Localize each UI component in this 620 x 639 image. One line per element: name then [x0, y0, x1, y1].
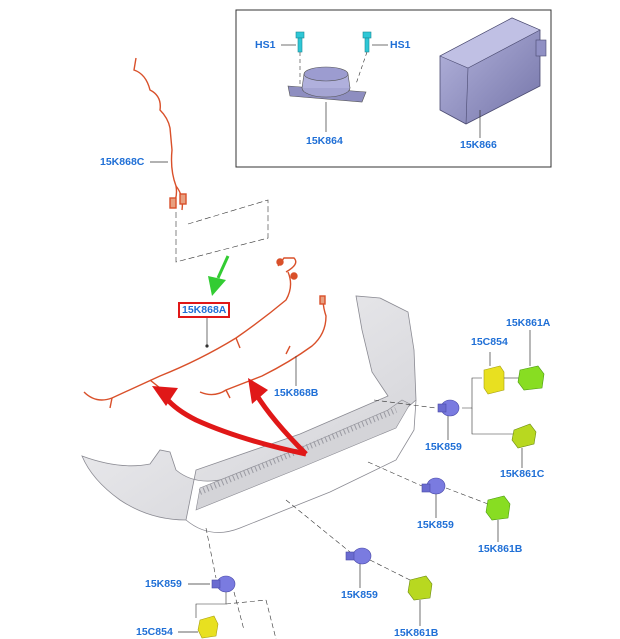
holder-green-right-a-icon	[517, 365, 545, 391]
holder-green-right-c-icon	[511, 423, 537, 449]
screw-right-icon	[362, 31, 372, 53]
red-arrows-icon	[152, 378, 308, 457]
inset-frame	[235, 9, 552, 168]
label-15K859-low: 15K859	[341, 589, 378, 601]
label-hs1-right: HS1	[390, 39, 411, 51]
label-15K859-left: 15K859	[145, 578, 182, 590]
sensor-left-icon	[211, 575, 236, 593]
label-15K868C: 15K868C	[100, 156, 145, 168]
module-icon	[439, 17, 547, 125]
harness-15K868B-icon	[199, 295, 327, 399]
label-hs1-left: HS1	[255, 39, 276, 51]
screw-left-icon	[295, 31, 305, 53]
holder-yellow-right-icon	[483, 365, 505, 395]
label-15C854-left: 15C854	[136, 626, 173, 638]
label-15K866: 15K866	[460, 139, 497, 151]
label-15C854-right: 15C854	[471, 336, 508, 348]
label-15K861C: 15K861C	[500, 468, 545, 480]
label-15K868B: 15K868B	[274, 387, 319, 399]
holder-green-low-icon	[407, 575, 433, 601]
label-15K864: 15K864	[306, 135, 343, 147]
label-15K861B-low: 15K861B	[394, 627, 439, 639]
label-15K859-right: 15K859	[425, 441, 462, 453]
holder-yellow-left-icon	[197, 615, 219, 639]
label-15K861A: 15K861A	[506, 317, 551, 329]
harness-15K868A-icon	[83, 257, 298, 409]
sensor-right-icon	[437, 399, 460, 417]
sensor-mid-icon	[421, 477, 446, 495]
label-15K861B-mid: 15K861B	[478, 543, 523, 555]
holder-green-mid-icon	[485, 495, 511, 521]
label-15K868A-highlighted[interactable]: 15K868A	[178, 302, 231, 318]
green-arrow-icon	[208, 255, 230, 296]
rear-bumper-icon	[81, 295, 417, 533]
buzzer-icon	[287, 66, 367, 103]
sensor-low-icon	[345, 547, 372, 565]
label-15K859-mid: 15K859	[417, 519, 454, 531]
harness-15K868C-icon	[133, 57, 187, 211]
